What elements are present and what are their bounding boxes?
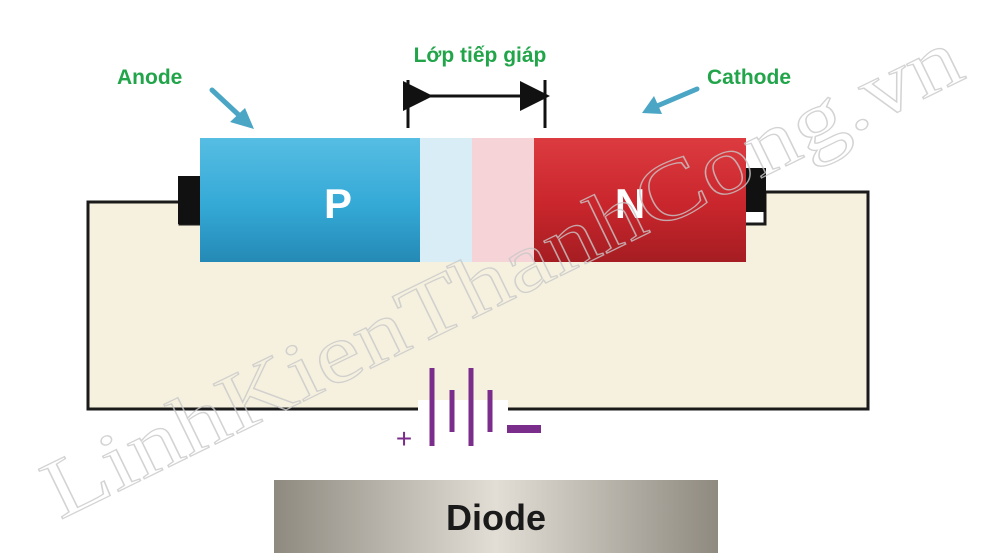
diode-body: P N <box>178 138 766 262</box>
title-band <box>274 480 718 553</box>
p-depletion-zone <box>420 138 472 262</box>
battery-minus-sign <box>507 425 541 433</box>
n-region-label: N <box>615 180 645 227</box>
junction-label: Lớp tiếp giáp <box>414 44 547 67</box>
diagram-title: Diode <box>446 497 546 538</box>
cathode-arrow <box>642 86 700 114</box>
cathode-label: Cathode <box>707 66 791 89</box>
anode-terminal <box>178 176 202 224</box>
n-region <box>534 138 746 262</box>
junction-indicator: Lớp tiếp giáp <box>403 44 550 128</box>
n-depletion-zone <box>472 138 534 262</box>
battery-symbol: + <box>396 368 541 454</box>
p-region <box>200 138 420 262</box>
p-region-label: P <box>324 180 352 227</box>
battery-plus-sign: + <box>396 423 412 454</box>
anode-label: Anode <box>117 66 182 89</box>
anode-arrow <box>209 87 254 129</box>
